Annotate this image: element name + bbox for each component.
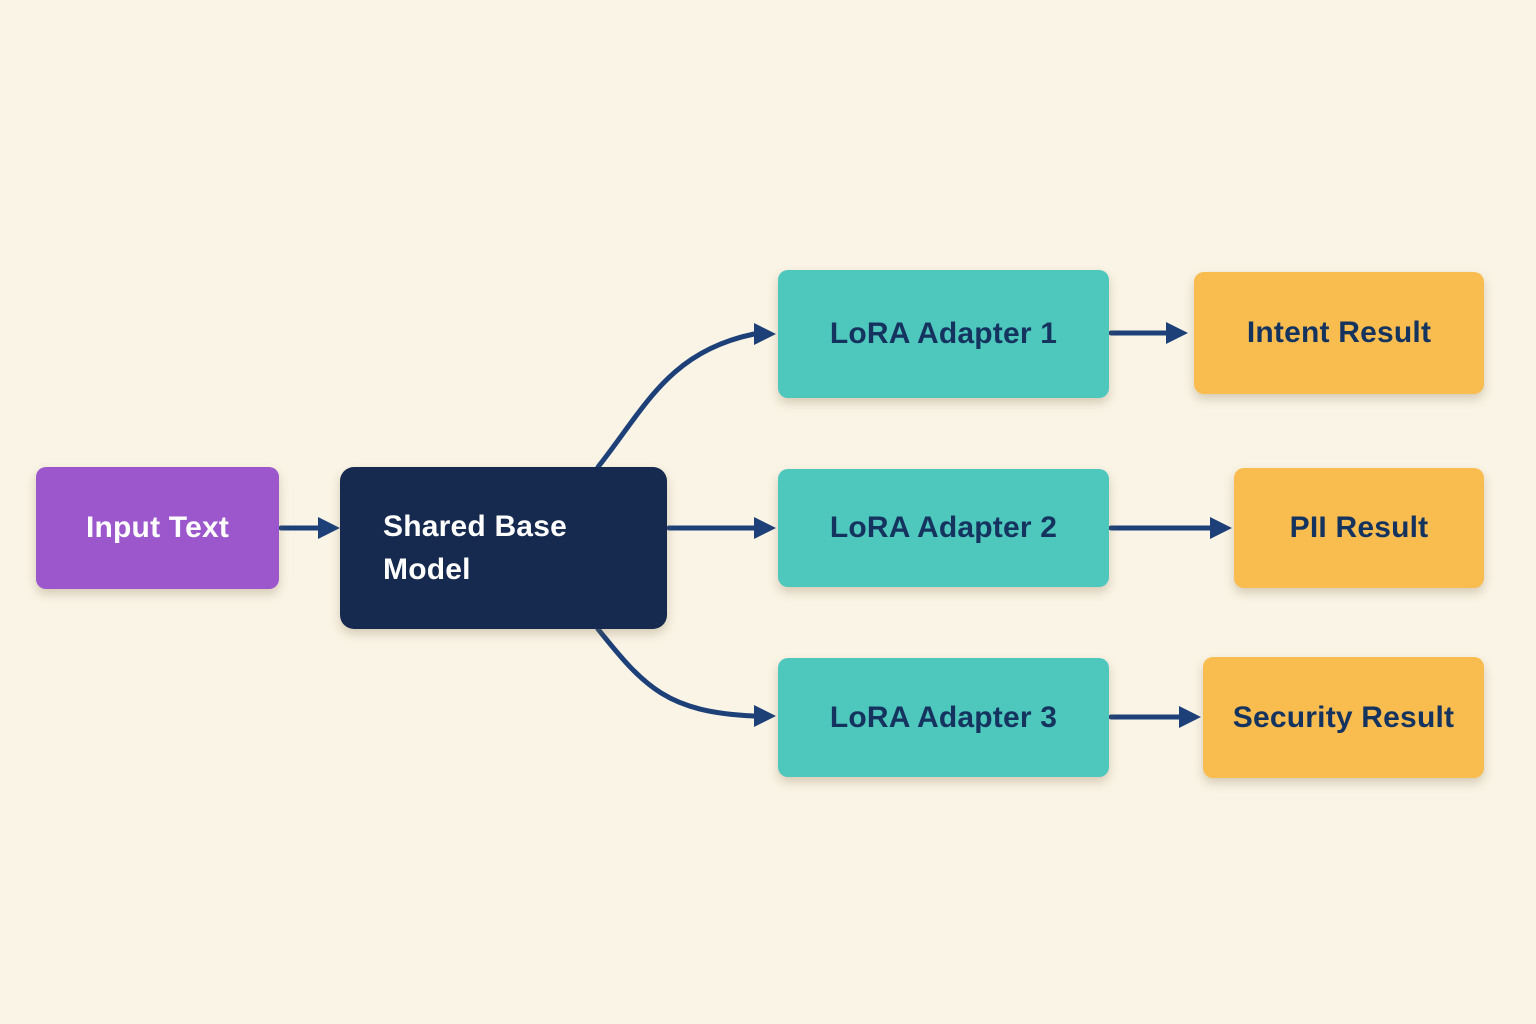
node-lora-adapter-2-label: LoRA Adapter 2 — [829, 511, 1058, 544]
node-security-result-label: Security Result — [1232, 700, 1455, 734]
node-intent-result-label: Intent Result — [1246, 316, 1432, 349]
node-input-text-label: Input Text — [85, 511, 230, 544]
arrow-input-to-base — [278, 517, 340, 539]
node-pii-result: PII Result — [1234, 468, 1484, 588]
node-lora-adapter-3: LoRA Adapter 3 — [778, 658, 1109, 777]
arrow-base-to-adapter-3 — [595, 626, 776, 727]
node-lora-adapter-3-label: LoRA Adapter 3 — [829, 700, 1058, 734]
arrow-adapter-1-to-intent — [1108, 322, 1188, 344]
node-shared-base-model: Shared Base Model — [340, 467, 667, 629]
node-lora-adapter-2: LoRA Adapter 2 — [778, 469, 1109, 587]
arrow-base-to-adapter-1 — [595, 323, 776, 470]
node-lora-adapter-1-label: LoRA Adapter 1 — [829, 317, 1058, 350]
node-shared-base-model-label: Shared Base Model — [383, 509, 567, 587]
arrow-adapter-3-to-security — [1108, 706, 1201, 728]
node-intent-result: Intent Result — [1194, 272, 1484, 394]
node-security-result: Security Result — [1203, 657, 1484, 778]
node-input-text: Input Text — [36, 467, 279, 589]
node-lora-adapter-1: LoRA Adapter 1 — [778, 270, 1109, 398]
arrow-adapter-2-to-pii — [1108, 517, 1232, 539]
node-pii-result-label: PII Result — [1289, 511, 1429, 544]
arrow-base-to-adapter-2 — [666, 517, 776, 539]
